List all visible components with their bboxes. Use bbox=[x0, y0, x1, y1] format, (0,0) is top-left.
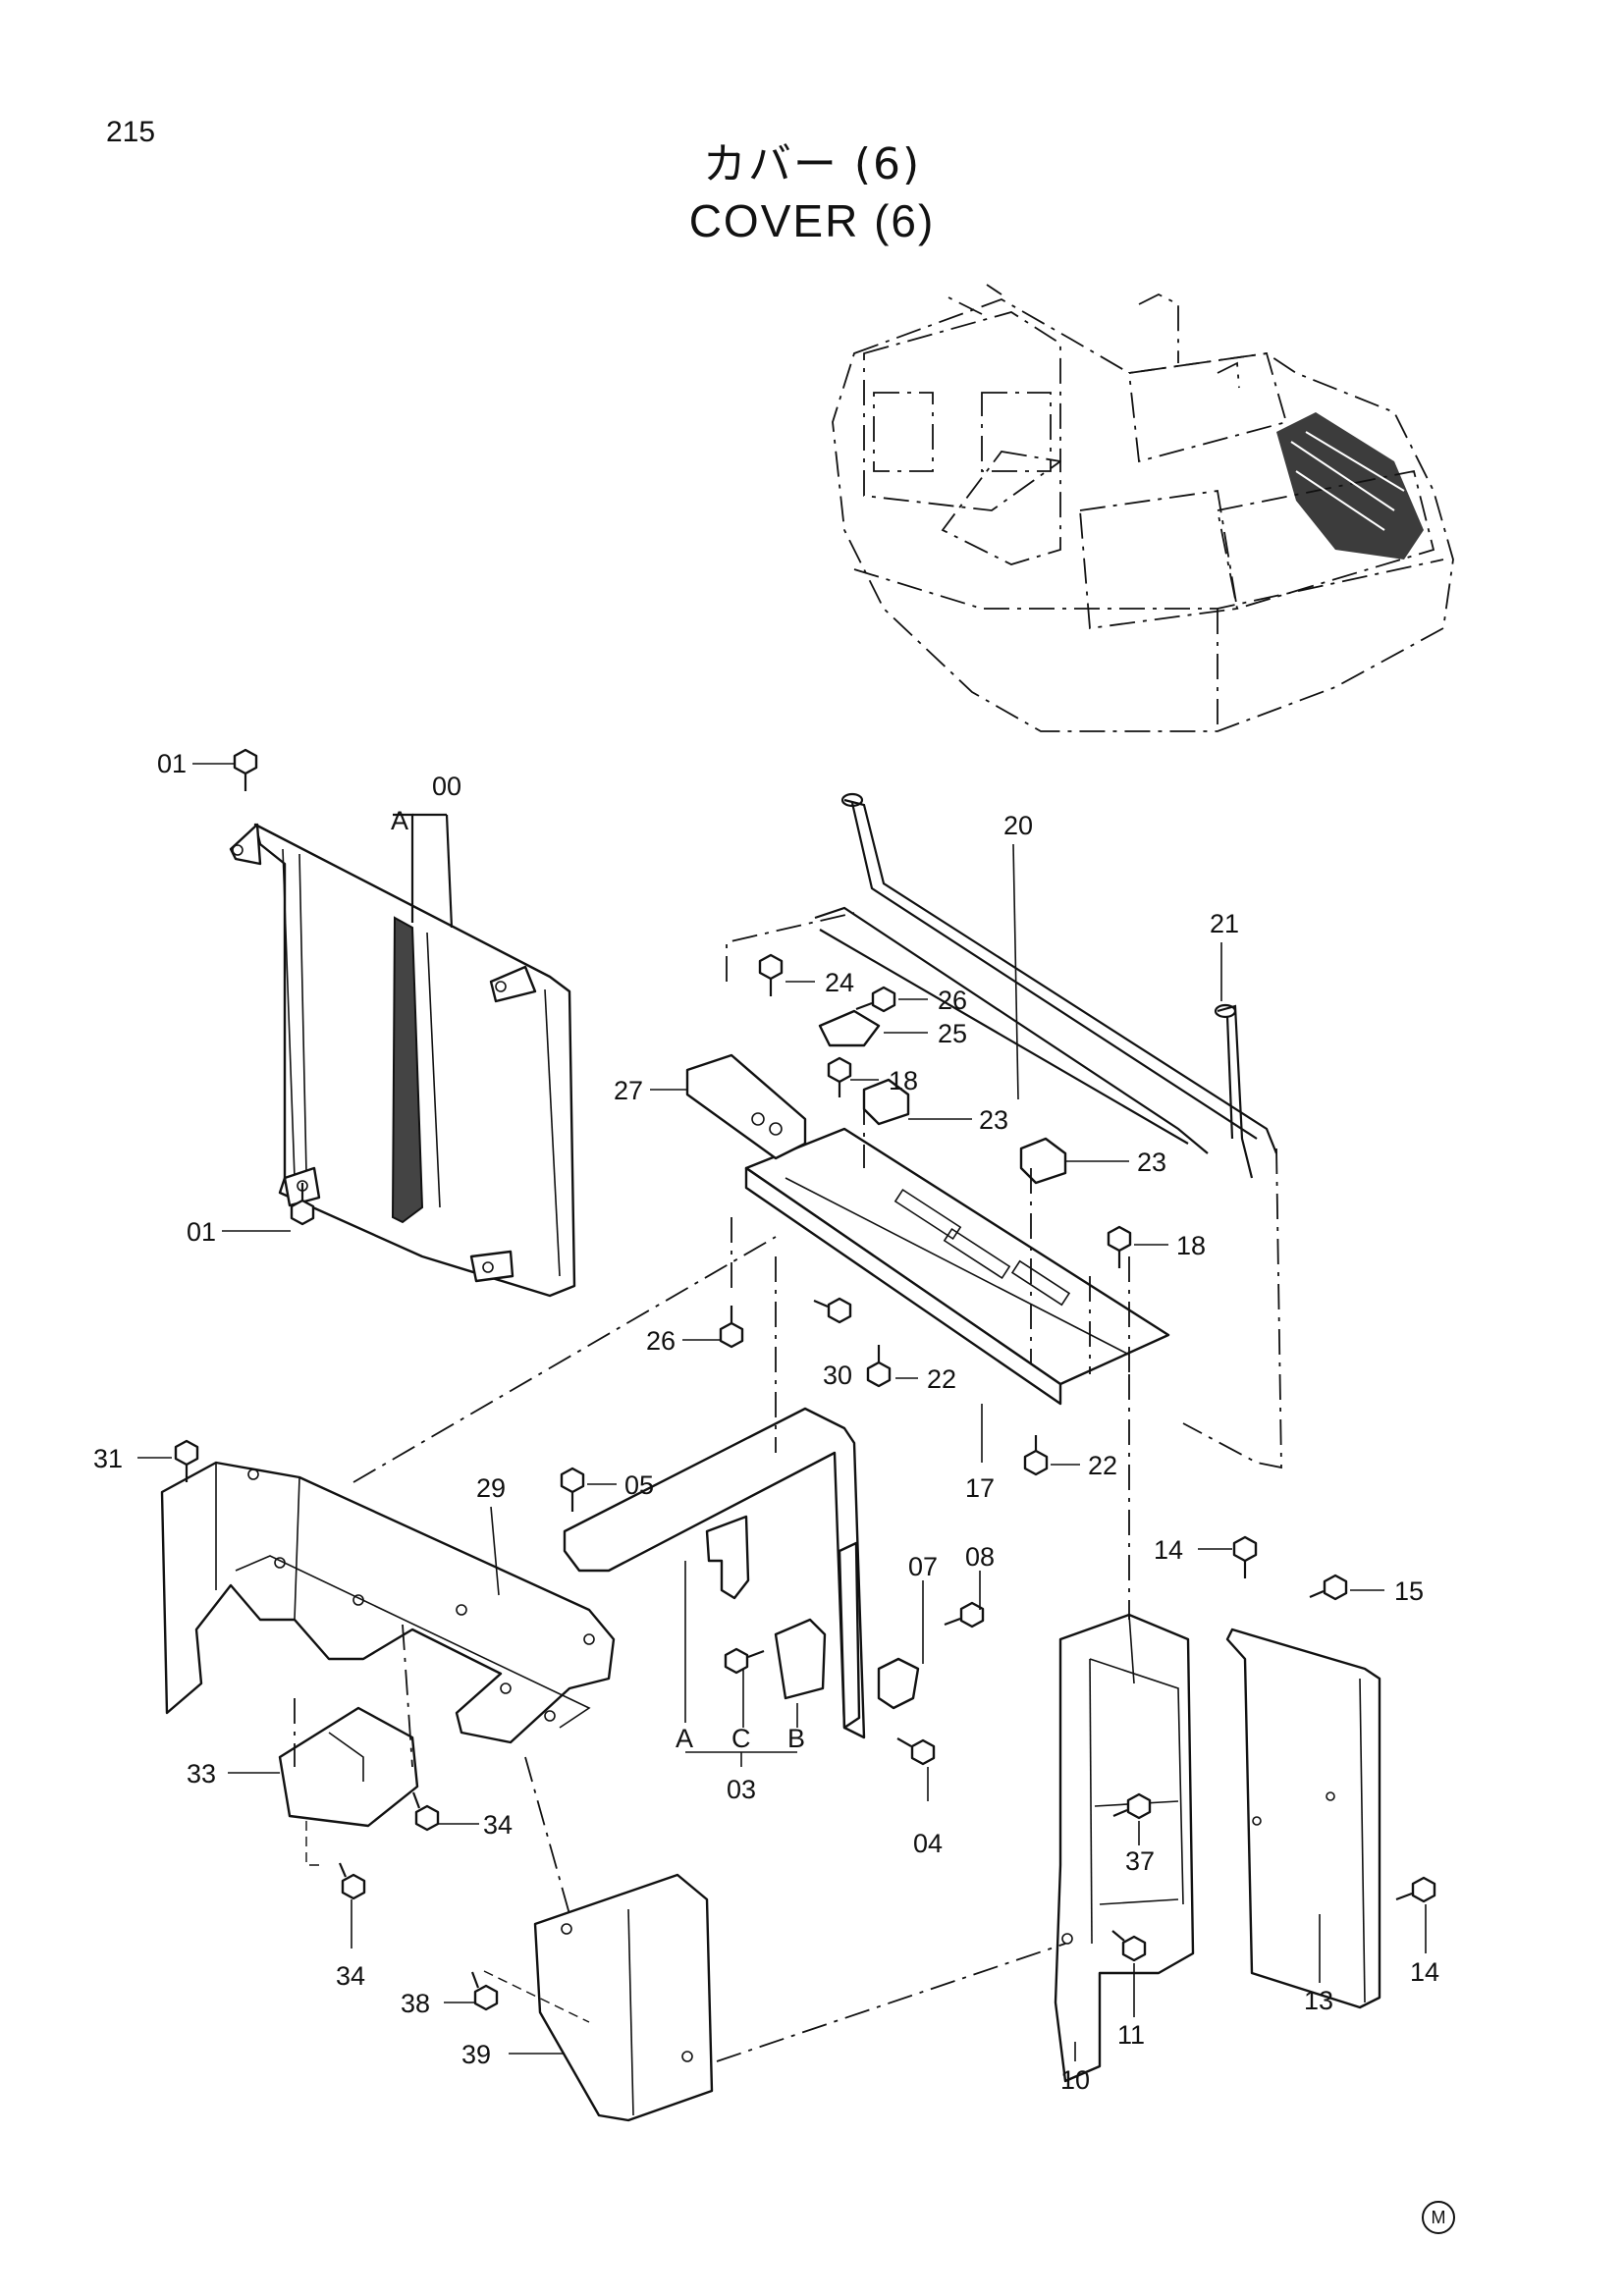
callout-a: A bbox=[676, 1724, 693, 1753]
leader-lines bbox=[137, 763, 1427, 2061]
callout-17: 17 bbox=[965, 1473, 995, 1503]
parts-20-21-pipes bbox=[814, 792, 1278, 1179]
callout-04: 04 bbox=[913, 1829, 943, 1858]
callout-18-upper: 18 bbox=[889, 1066, 918, 1095]
callout-18-lower: 18 bbox=[1176, 1231, 1206, 1260]
callout-08: 08 bbox=[965, 1542, 995, 1572]
callout-05: 05 bbox=[624, 1470, 654, 1500]
callout-34-right: 34 bbox=[483, 1810, 513, 1840]
callout-25: 25 bbox=[938, 1019, 967, 1048]
callout-c: C bbox=[731, 1724, 751, 1753]
callout-30: 30 bbox=[823, 1361, 852, 1390]
callout-03: 03 bbox=[727, 1775, 756, 1804]
callout-01-bottom: 01 bbox=[187, 1217, 216, 1247]
callout-22-upper: 22 bbox=[927, 1364, 956, 1394]
callout-20: 20 bbox=[1003, 811, 1033, 840]
callout-27: 27 bbox=[614, 1076, 643, 1105]
callout-29: 29 bbox=[476, 1473, 506, 1503]
callout-26-lower: 26 bbox=[646, 1326, 676, 1356]
callout-a-top: A bbox=[391, 806, 408, 835]
bolt-glyphs bbox=[174, 748, 1436, 2011]
part-29-plate bbox=[160, 1461, 616, 1744]
part-27-bracket bbox=[685, 1053, 807, 1160]
part-10-frame bbox=[1054, 1613, 1195, 2083]
callout-26-upper: 26 bbox=[938, 986, 967, 1015]
page-title: カバー (6) COVER (6) bbox=[0, 137, 1624, 249]
callout-11: 11 bbox=[1117, 2020, 1145, 2050]
callout-31: 31 bbox=[93, 1444, 123, 1473]
callout-39: 39 bbox=[461, 2040, 491, 2069]
manufacturer-mark: M bbox=[1422, 2201, 1455, 2234]
title-japanese: カバー (6) bbox=[702, 139, 922, 189]
callout-labels: 00 A 01 01 20 21 24 26 25 27 18 23 23 18… bbox=[93, 749, 1439, 2095]
part-17-support-plate bbox=[744, 1127, 1170, 1406]
callout-22-lower: 22 bbox=[1088, 1451, 1117, 1480]
callout-38: 38 bbox=[401, 1989, 430, 2018]
callout-34-left: 34 bbox=[336, 1961, 365, 1991]
part-25-clip bbox=[818, 1009, 881, 1047]
callout-33: 33 bbox=[187, 1759, 216, 1789]
callout-10: 10 bbox=[1060, 2065, 1090, 2095]
callout-14-upper: 14 bbox=[1154, 1535, 1183, 1565]
callout-07: 07 bbox=[908, 1552, 938, 1581]
callout-37: 37 bbox=[1125, 1846, 1155, 1876]
page-number: 215 bbox=[106, 116, 156, 148]
callout-15: 15 bbox=[1394, 1576, 1424, 1606]
part-03-frame bbox=[563, 1407, 920, 1739]
callout-14-lower: 14 bbox=[1410, 1957, 1439, 1987]
part-00-cover-panel bbox=[229, 823, 576, 1298]
callout-01-top: 01 bbox=[157, 749, 187, 778]
part-23-clamp-lower bbox=[1019, 1137, 1067, 1185]
title-english: COVER (6) bbox=[688, 195, 936, 246]
machine-overview bbox=[832, 284, 1454, 732]
part-13-side-panel bbox=[1225, 1628, 1381, 2009]
callout-00: 00 bbox=[432, 772, 461, 801]
assembly-lines bbox=[294, 813, 1282, 2062]
callout-23-upper: 23 bbox=[979, 1105, 1008, 1135]
part-33-bracket bbox=[278, 1706, 419, 1828]
callout-23-lower: 23 bbox=[1137, 1148, 1166, 1177]
callout-21: 21 bbox=[1210, 909, 1239, 938]
callout-b: B bbox=[787, 1724, 805, 1753]
callout-24: 24 bbox=[825, 968, 854, 997]
callout-13: 13 bbox=[1304, 1986, 1333, 2015]
part-39-cover bbox=[533, 1873, 714, 2122]
